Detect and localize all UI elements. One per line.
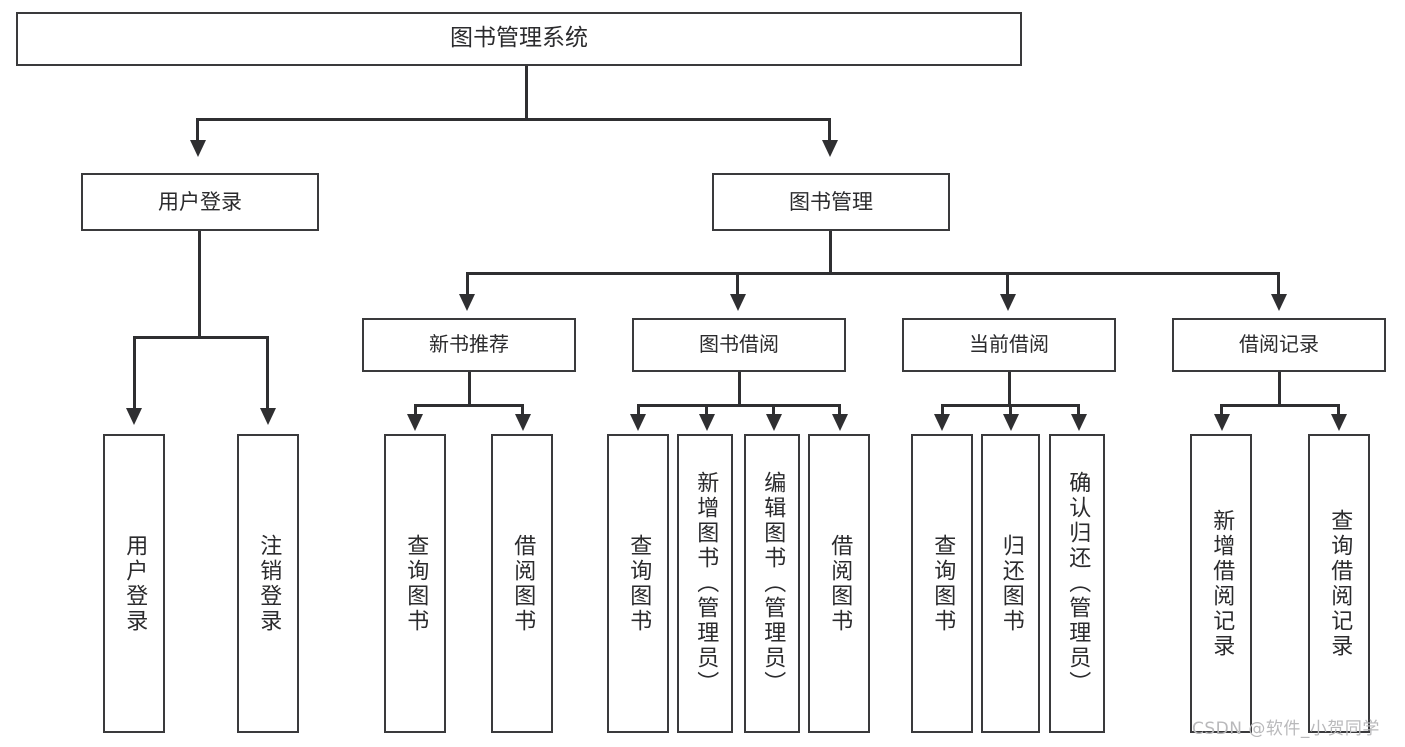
arrow-userlogin-1 xyxy=(260,408,276,425)
node-label: 新书推荐 xyxy=(429,332,509,357)
arrow-level2-2 xyxy=(1000,294,1016,311)
node-label: 查询图书 xyxy=(403,533,429,634)
node-label: 查询借阅记录 xyxy=(1327,508,1353,659)
node-root-system[interactable]: 图书管理系统 xyxy=(16,12,1022,66)
node-label: 借阅图书 xyxy=(827,533,853,634)
leaf-currentborrow-query-book[interactable]: 查询图书 xyxy=(911,434,973,733)
node-label: 用户登录 xyxy=(158,189,242,214)
connector-userlogin-drop-0 xyxy=(133,336,136,410)
node-label: 编辑图书（管理员） xyxy=(760,471,786,696)
arrow-borrowrecord-1 xyxy=(1331,414,1347,431)
connector-level1-drop-0 xyxy=(196,118,199,142)
node-label: 新增图书（管理员） xyxy=(693,471,719,696)
node-borrow-record[interactable]: 借阅记录 xyxy=(1172,318,1386,372)
connector-level1-bus xyxy=(196,118,831,121)
leaf-currentborrow-confirm-return[interactable]: 确认归还（管理员） xyxy=(1049,434,1105,733)
node-label: 用户登录 xyxy=(122,533,148,634)
leaf-bookborrow-add-book[interactable]: 新增图书（管理员） xyxy=(677,434,733,733)
arrow-level2-1 xyxy=(730,294,746,311)
connector-borrowrecord-drop-0 xyxy=(1220,404,1223,416)
connector-newbook-drop-0 xyxy=(414,404,417,416)
connector-level2-drop-3 xyxy=(1277,272,1280,296)
node-label: 图书借阅 xyxy=(699,332,779,357)
connector-bookborrow-stem xyxy=(738,372,741,404)
connector-borrowrecord-bus xyxy=(1220,404,1340,407)
connector-level2-drop-0 xyxy=(466,272,469,296)
node-label: 借阅记录 xyxy=(1239,332,1319,357)
connector-newbook-bus xyxy=(414,404,524,407)
arrow-newbook-1 xyxy=(515,414,531,431)
connector-level1-drop-1 xyxy=(828,118,831,142)
node-current-borrow[interactable]: 当前借阅 xyxy=(902,318,1116,372)
leaf-borrowrecord-query-record[interactable]: 查询借阅记录 xyxy=(1308,434,1370,733)
arrow-userlogin-0 xyxy=(126,408,142,425)
connector-currentborrow-drop-0 xyxy=(941,404,944,416)
arrow-bookborrow-0 xyxy=(630,414,646,431)
arrow-bookborrow-2 xyxy=(766,414,782,431)
connector-currentborrow-drop-2 xyxy=(1077,404,1080,416)
node-new-book-recommend[interactable]: 新书推荐 xyxy=(362,318,576,372)
leaf-logout[interactable]: 注销登录 xyxy=(237,434,299,733)
connector-bookborrow-drop-3 xyxy=(838,404,841,416)
node-label: 归还图书 xyxy=(998,533,1024,634)
connector-bookborrow-drop-2 xyxy=(772,404,775,416)
leaf-newbook-borrow-book[interactable]: 借阅图书 xyxy=(491,434,553,733)
leaf-user-login[interactable]: 用户登录 xyxy=(103,434,165,733)
node-label: 新增借阅记录 xyxy=(1209,508,1235,659)
connector-bookborrow-drop-1 xyxy=(705,404,708,416)
node-label: 确认归还（管理员） xyxy=(1065,471,1091,696)
connector-level2-drop-1 xyxy=(736,272,739,296)
connector-level2-drop-2 xyxy=(1006,272,1009,296)
leaf-bookborrow-borrow-book[interactable]: 借阅图书 xyxy=(808,434,870,733)
connector-newbook-stem xyxy=(468,372,471,404)
connector-userlogin-stem xyxy=(198,231,201,336)
arrow-currentborrow-2 xyxy=(1071,414,1087,431)
leaf-newbook-query-book[interactable]: 查询图书 xyxy=(384,434,446,733)
connector-userlogin-drop-1 xyxy=(266,336,269,410)
node-label: 图书管理 xyxy=(789,189,873,214)
arrow-level1-1 xyxy=(822,140,838,157)
connector-currentborrow-drop-1 xyxy=(1009,404,1012,416)
connector-borrowrecord-stem xyxy=(1278,372,1281,404)
arrow-currentborrow-1 xyxy=(1003,414,1019,431)
arrow-borrowrecord-0 xyxy=(1214,414,1230,431)
connector-borrowrecord-drop-1 xyxy=(1337,404,1340,416)
node-user-login[interactable]: 用户登录 xyxy=(81,173,319,231)
arrow-currentborrow-0 xyxy=(934,414,950,431)
leaf-borrowrecord-add-record[interactable]: 新增借阅记录 xyxy=(1190,434,1252,733)
connector-bookborrow-drop-0 xyxy=(637,404,640,416)
node-label: 查询图书 xyxy=(930,533,956,634)
arrow-level2-3 xyxy=(1271,294,1287,311)
node-label: 借阅图书 xyxy=(510,533,536,634)
node-label: 图书管理系统 xyxy=(450,25,588,52)
connector-newbook-drop-1 xyxy=(521,404,524,416)
connector-level2-bus xyxy=(466,272,1280,275)
arrow-newbook-0 xyxy=(407,414,423,431)
connector-userlogin-bus xyxy=(133,336,269,339)
arrow-level1-0 xyxy=(190,140,206,157)
connector-bookborrow-bus xyxy=(637,404,841,407)
leaf-bookborrow-query-book[interactable]: 查询图书 xyxy=(607,434,669,733)
arrow-level2-0 xyxy=(459,294,475,311)
leaf-currentborrow-return-book[interactable]: 归还图书 xyxy=(981,434,1040,733)
node-book-borrow[interactable]: 图书借阅 xyxy=(632,318,846,372)
arrow-bookborrow-3 xyxy=(832,414,848,431)
node-label: 查询图书 xyxy=(626,533,652,634)
node-book-management[interactable]: 图书管理 xyxy=(712,173,950,231)
arrow-bookborrow-1 xyxy=(699,414,715,431)
node-label: 注销登录 xyxy=(256,533,282,634)
leaf-bookborrow-edit-book[interactable]: 编辑图书（管理员） xyxy=(744,434,800,733)
connector-root-stem xyxy=(525,66,528,118)
watermark-text: CSDN @软件_小贺同学 xyxy=(1192,719,1380,739)
connector-bookmgmt-stem xyxy=(829,231,832,272)
node-label: 当前借阅 xyxy=(969,332,1049,357)
connector-currentborrow-stem xyxy=(1008,372,1011,404)
